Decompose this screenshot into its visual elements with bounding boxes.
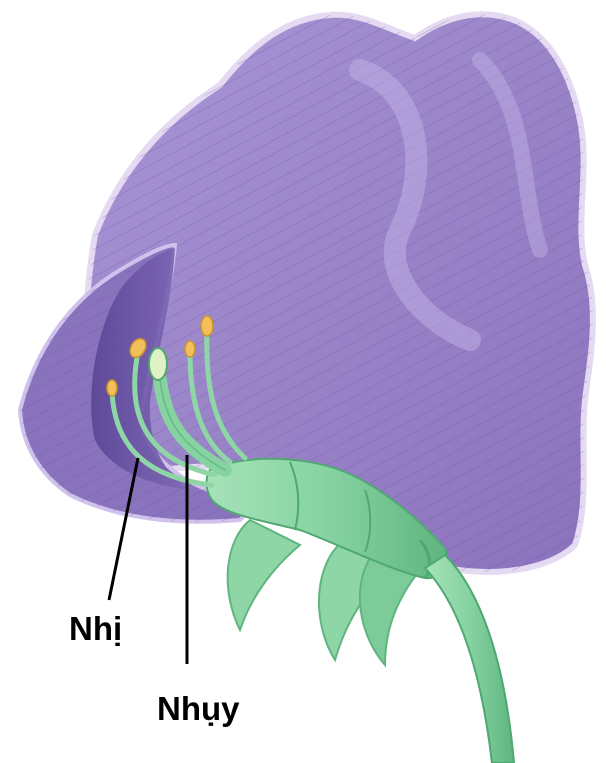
stigma — [149, 348, 167, 380]
stamen-label: Nhị — [69, 612, 122, 645]
anther — [107, 380, 117, 396]
anther — [185, 341, 195, 357]
pistil-label: Nhụy — [157, 692, 240, 725]
stem — [425, 555, 514, 763]
anther — [201, 316, 213, 336]
